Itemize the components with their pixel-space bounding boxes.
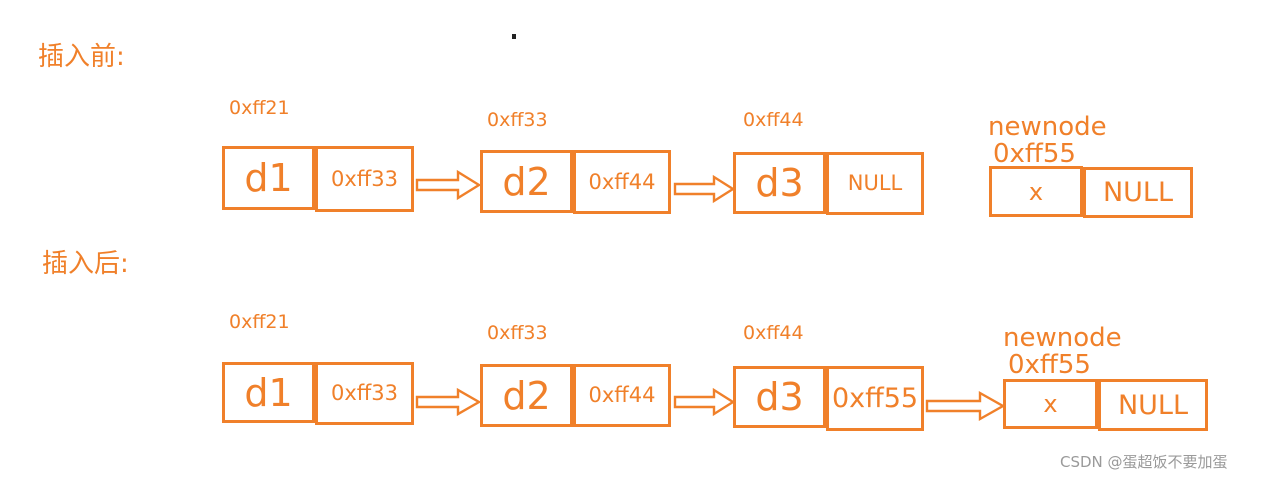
- after-node2-next-cell: 0xff44: [573, 364, 671, 427]
- after-node3-next-cell: 0xff55: [826, 366, 924, 431]
- after-node2-data-cell: d2: [480, 364, 573, 427]
- after-heading: 插入后:: [42, 249, 129, 279]
- after-newnode-data-cell: x: [1003, 379, 1098, 429]
- after-arrow-2: [673, 387, 736, 417]
- before-node2-data-cell: d2: [480, 150, 573, 213]
- before-node1-address: 0xff21: [229, 97, 290, 119]
- before-newnode-data-cell: x: [989, 166, 1083, 217]
- after-newnode-address: 0xff55: [1008, 350, 1091, 380]
- after-newnode-label: newnode: [1003, 323, 1122, 353]
- after-node2-address: 0xff33: [487, 322, 548, 344]
- before-newnode-next-cell: NULL: [1083, 167, 1193, 218]
- before-node3-next-cell: NULL: [826, 152, 924, 215]
- after-node1-next-cell: 0xff33: [315, 362, 414, 425]
- before-node1-data-cell: d1: [222, 146, 315, 210]
- after-node1-data-cell: d1: [222, 362, 315, 423]
- stray-dot: [512, 34, 516, 39]
- before-node2-next-cell: 0xff44: [573, 150, 671, 214]
- before-arrow-1: [415, 169, 482, 201]
- before-heading: 插入前:: [38, 42, 125, 72]
- before-node1-next-cell: 0xff33: [315, 146, 414, 212]
- before-newnode-label: newnode: [988, 112, 1107, 142]
- after-newnode-next-cell: NULL: [1098, 379, 1208, 431]
- before-node3-address: 0xff44: [743, 109, 804, 131]
- before-node2-address: 0xff33: [487, 109, 548, 131]
- watermark: CSDN @蛋超饭不要加蛋: [1060, 453, 1228, 471]
- before-arrow-2: [673, 174, 736, 204]
- before-newnode-address: 0xff55: [993, 139, 1076, 169]
- before-node3-data-cell: d3: [733, 152, 826, 214]
- after-node3-data-cell: d3: [733, 366, 826, 428]
- after-node3-address: 0xff44: [743, 322, 804, 344]
- after-arrow-3: [925, 390, 1006, 422]
- after-arrow-1: [415, 387, 482, 417]
- after-node1-address: 0xff21: [229, 311, 290, 333]
